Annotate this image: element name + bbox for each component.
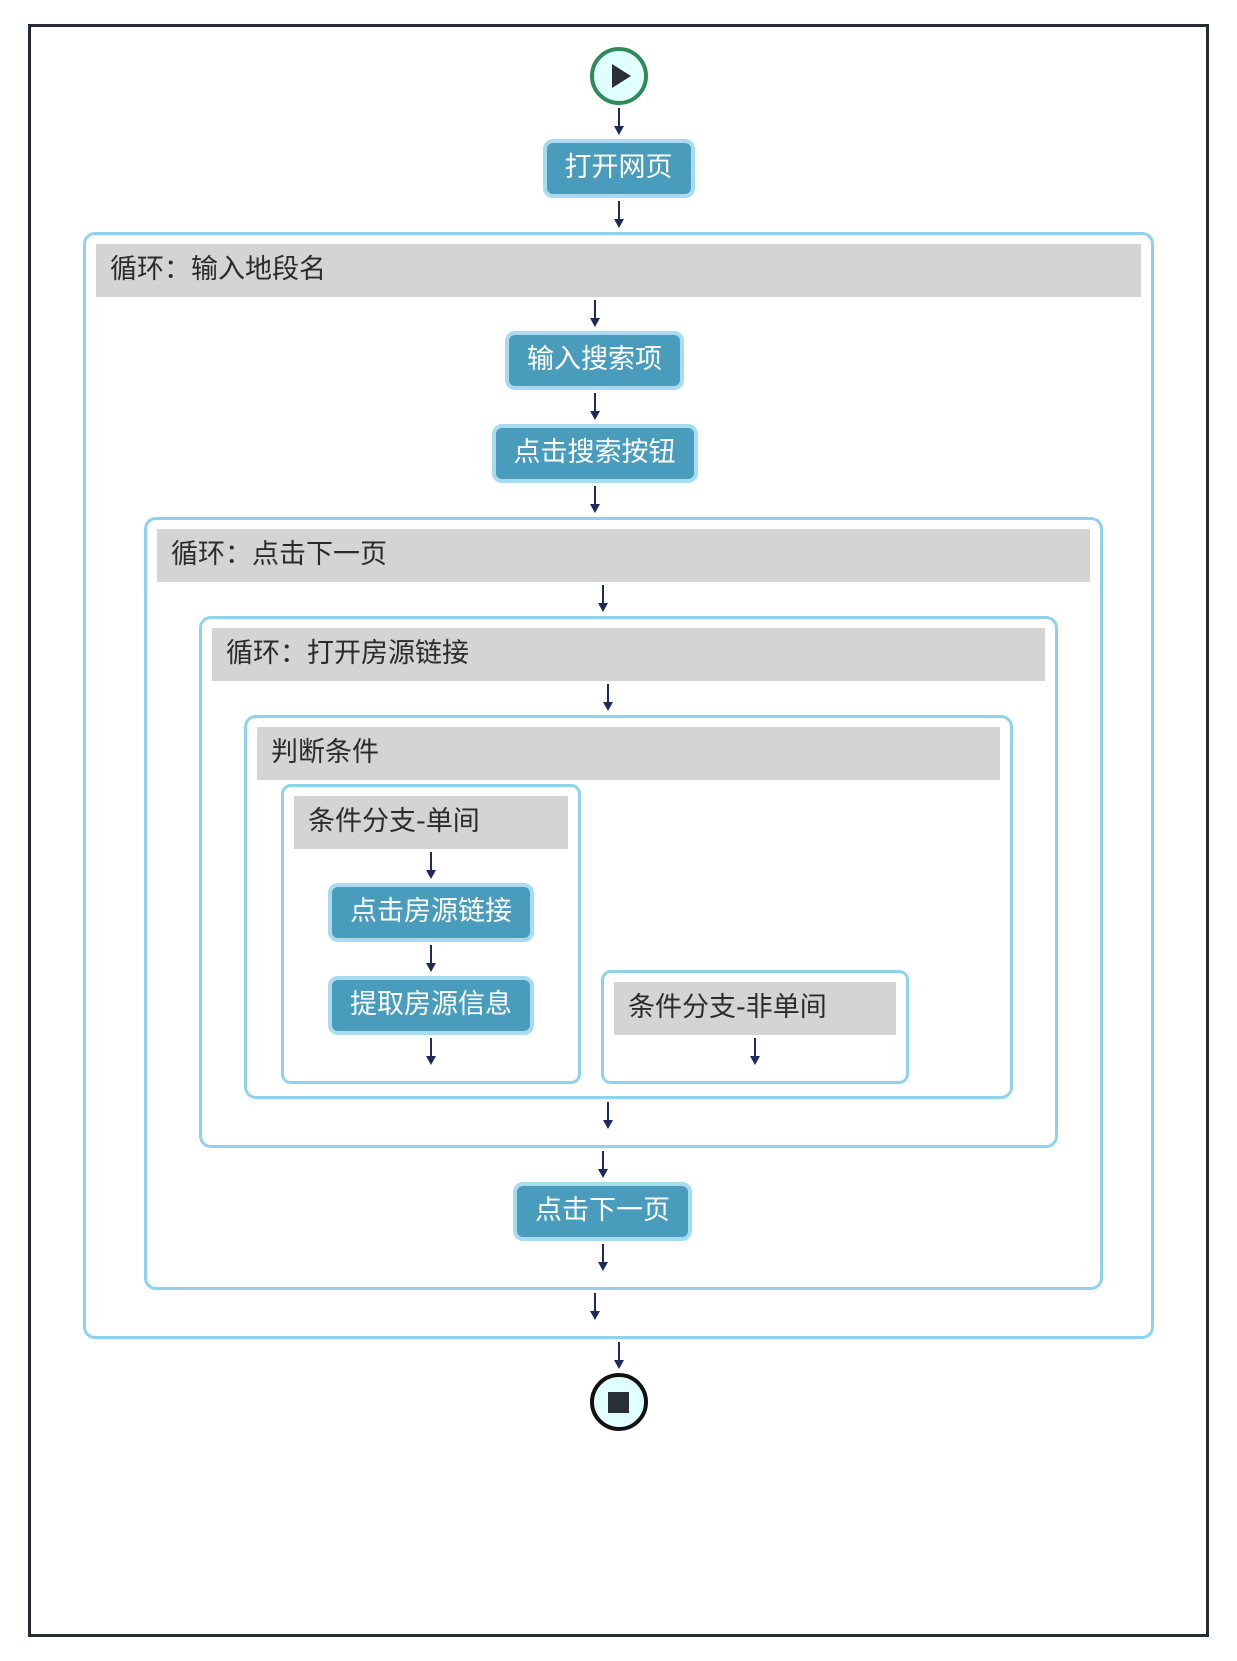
condition-outer: 判断条件 条件分支-单间 [202, 715, 1013, 1099]
step-input-search-term-wrap: 输入搜索项 [86, 331, 1103, 390]
loop-open-listing-body: 判断条件 条件分支-单间 [202, 681, 1055, 1133]
connector-arrow [86, 390, 1103, 424]
start-node[interactable] [589, 47, 648, 105]
end-node[interactable] [589, 1373, 648, 1431]
connector-arrow [86, 1290, 1103, 1324]
step-open-page-wrap: 打开网页 [31, 139, 1206, 198]
branch-non-single-room-col: 条件分支-非单间 [601, 970, 909, 1084]
connector-arrow [284, 1035, 578, 1069]
branch-non-single-room-container[interactable]: 条件分支-非单间 [601, 970, 909, 1084]
loop-next-page-body: 循环：打开房源链接 判断条件 [147, 582, 1100, 1275]
connector-arrow [147, 1148, 1058, 1182]
end-node-wrap [31, 1373, 1206, 1431]
step-click-listing-link[interactable]: 点击房源链接 [328, 883, 534, 942]
connector-arrow [202, 681, 1013, 715]
connector-arrow [604, 1035, 906, 1069]
loop-open-listing-container[interactable]: 循环：打开房源链接 判断条件 [199, 616, 1058, 1148]
branch-single-room-header: 条件分支-单间 [294, 796, 568, 849]
connector-arrow [284, 942, 578, 976]
loop-next-page-header: 循环：点击下一页 [157, 529, 1090, 582]
condition-container[interactable]: 判断条件 条件分支-单间 [244, 715, 1013, 1099]
root-flow: 打开网页 循环：输入地段名 输入搜索项 [31, 27, 1206, 1431]
condition-header: 判断条件 [257, 727, 1000, 780]
branch-non-single-room-body [604, 1035, 906, 1069]
connector-arrow [31, 198, 1206, 232]
connector-arrow [31, 1339, 1206, 1373]
loop-open-listing-outer: 循环：打开房源链接 判断条件 [147, 616, 1058, 1148]
connector-arrow [147, 582, 1058, 616]
branch-single-room-container[interactable]: 条件分支-单间 点击房源链接 [281, 784, 581, 1084]
step-click-next-page-wrap: 点击下一页 [147, 1182, 1058, 1241]
loop-open-listing-header: 循环：打开房源链接 [212, 628, 1045, 681]
play-icon [612, 64, 631, 88]
branch-single-room-body: 点击房源链接 提取房源信息 [284, 849, 578, 1069]
branch-non-single-room-header: 条件分支-非单间 [614, 982, 896, 1035]
loop-next-page-container[interactable]: 循环：点击下一页 循环：打开房源链接 [144, 517, 1103, 1290]
condition-branch-row: 条件分支-单间 点击房源链接 [247, 784, 1010, 1084]
stop-icon [608, 1391, 629, 1413]
step-open-page[interactable]: 打开网页 [542, 139, 695, 198]
loop-district-header: 循环：输入地段名 [96, 244, 1141, 297]
step-extract-listing-info[interactable]: 提取房源信息 [328, 976, 534, 1035]
step-click-search-button-wrap: 点击搜索按钮 [86, 424, 1103, 483]
branch-single-room-col: 条件分支-单间 点击房源链接 [281, 784, 581, 1084]
connector-arrow [202, 1099, 1013, 1133]
connector-arrow [284, 849, 578, 883]
loop-district-container[interactable]: 循环：输入地段名 输入搜索项 点击搜索按钮 [83, 232, 1154, 1339]
start-node-wrap [31, 27, 1206, 105]
step-click-search-button[interactable]: 点击搜索按钮 [491, 424, 698, 483]
loop-next-page-outer: 循环：点击下一页 循环：打开房源链接 [86, 517, 1103, 1290]
connector-arrow [86, 297, 1103, 331]
step-click-next-page[interactable]: 点击下一页 [513, 1182, 692, 1241]
step-input-search-term[interactable]: 输入搜索项 [505, 331, 684, 390]
loop-district-body: 输入搜索项 点击搜索按钮 循环：点击下一页 [86, 297, 1151, 1324]
diagram-frame: 打开网页 循环：输入地段名 输入搜索项 [28, 24, 1209, 1637]
loop-district-outer: 循环：输入地段名 输入搜索项 点击搜索按钮 [31, 232, 1206, 1339]
connector-arrow [31, 105, 1206, 139]
connector-arrow [147, 1241, 1058, 1275]
connector-arrow [86, 483, 1103, 517]
